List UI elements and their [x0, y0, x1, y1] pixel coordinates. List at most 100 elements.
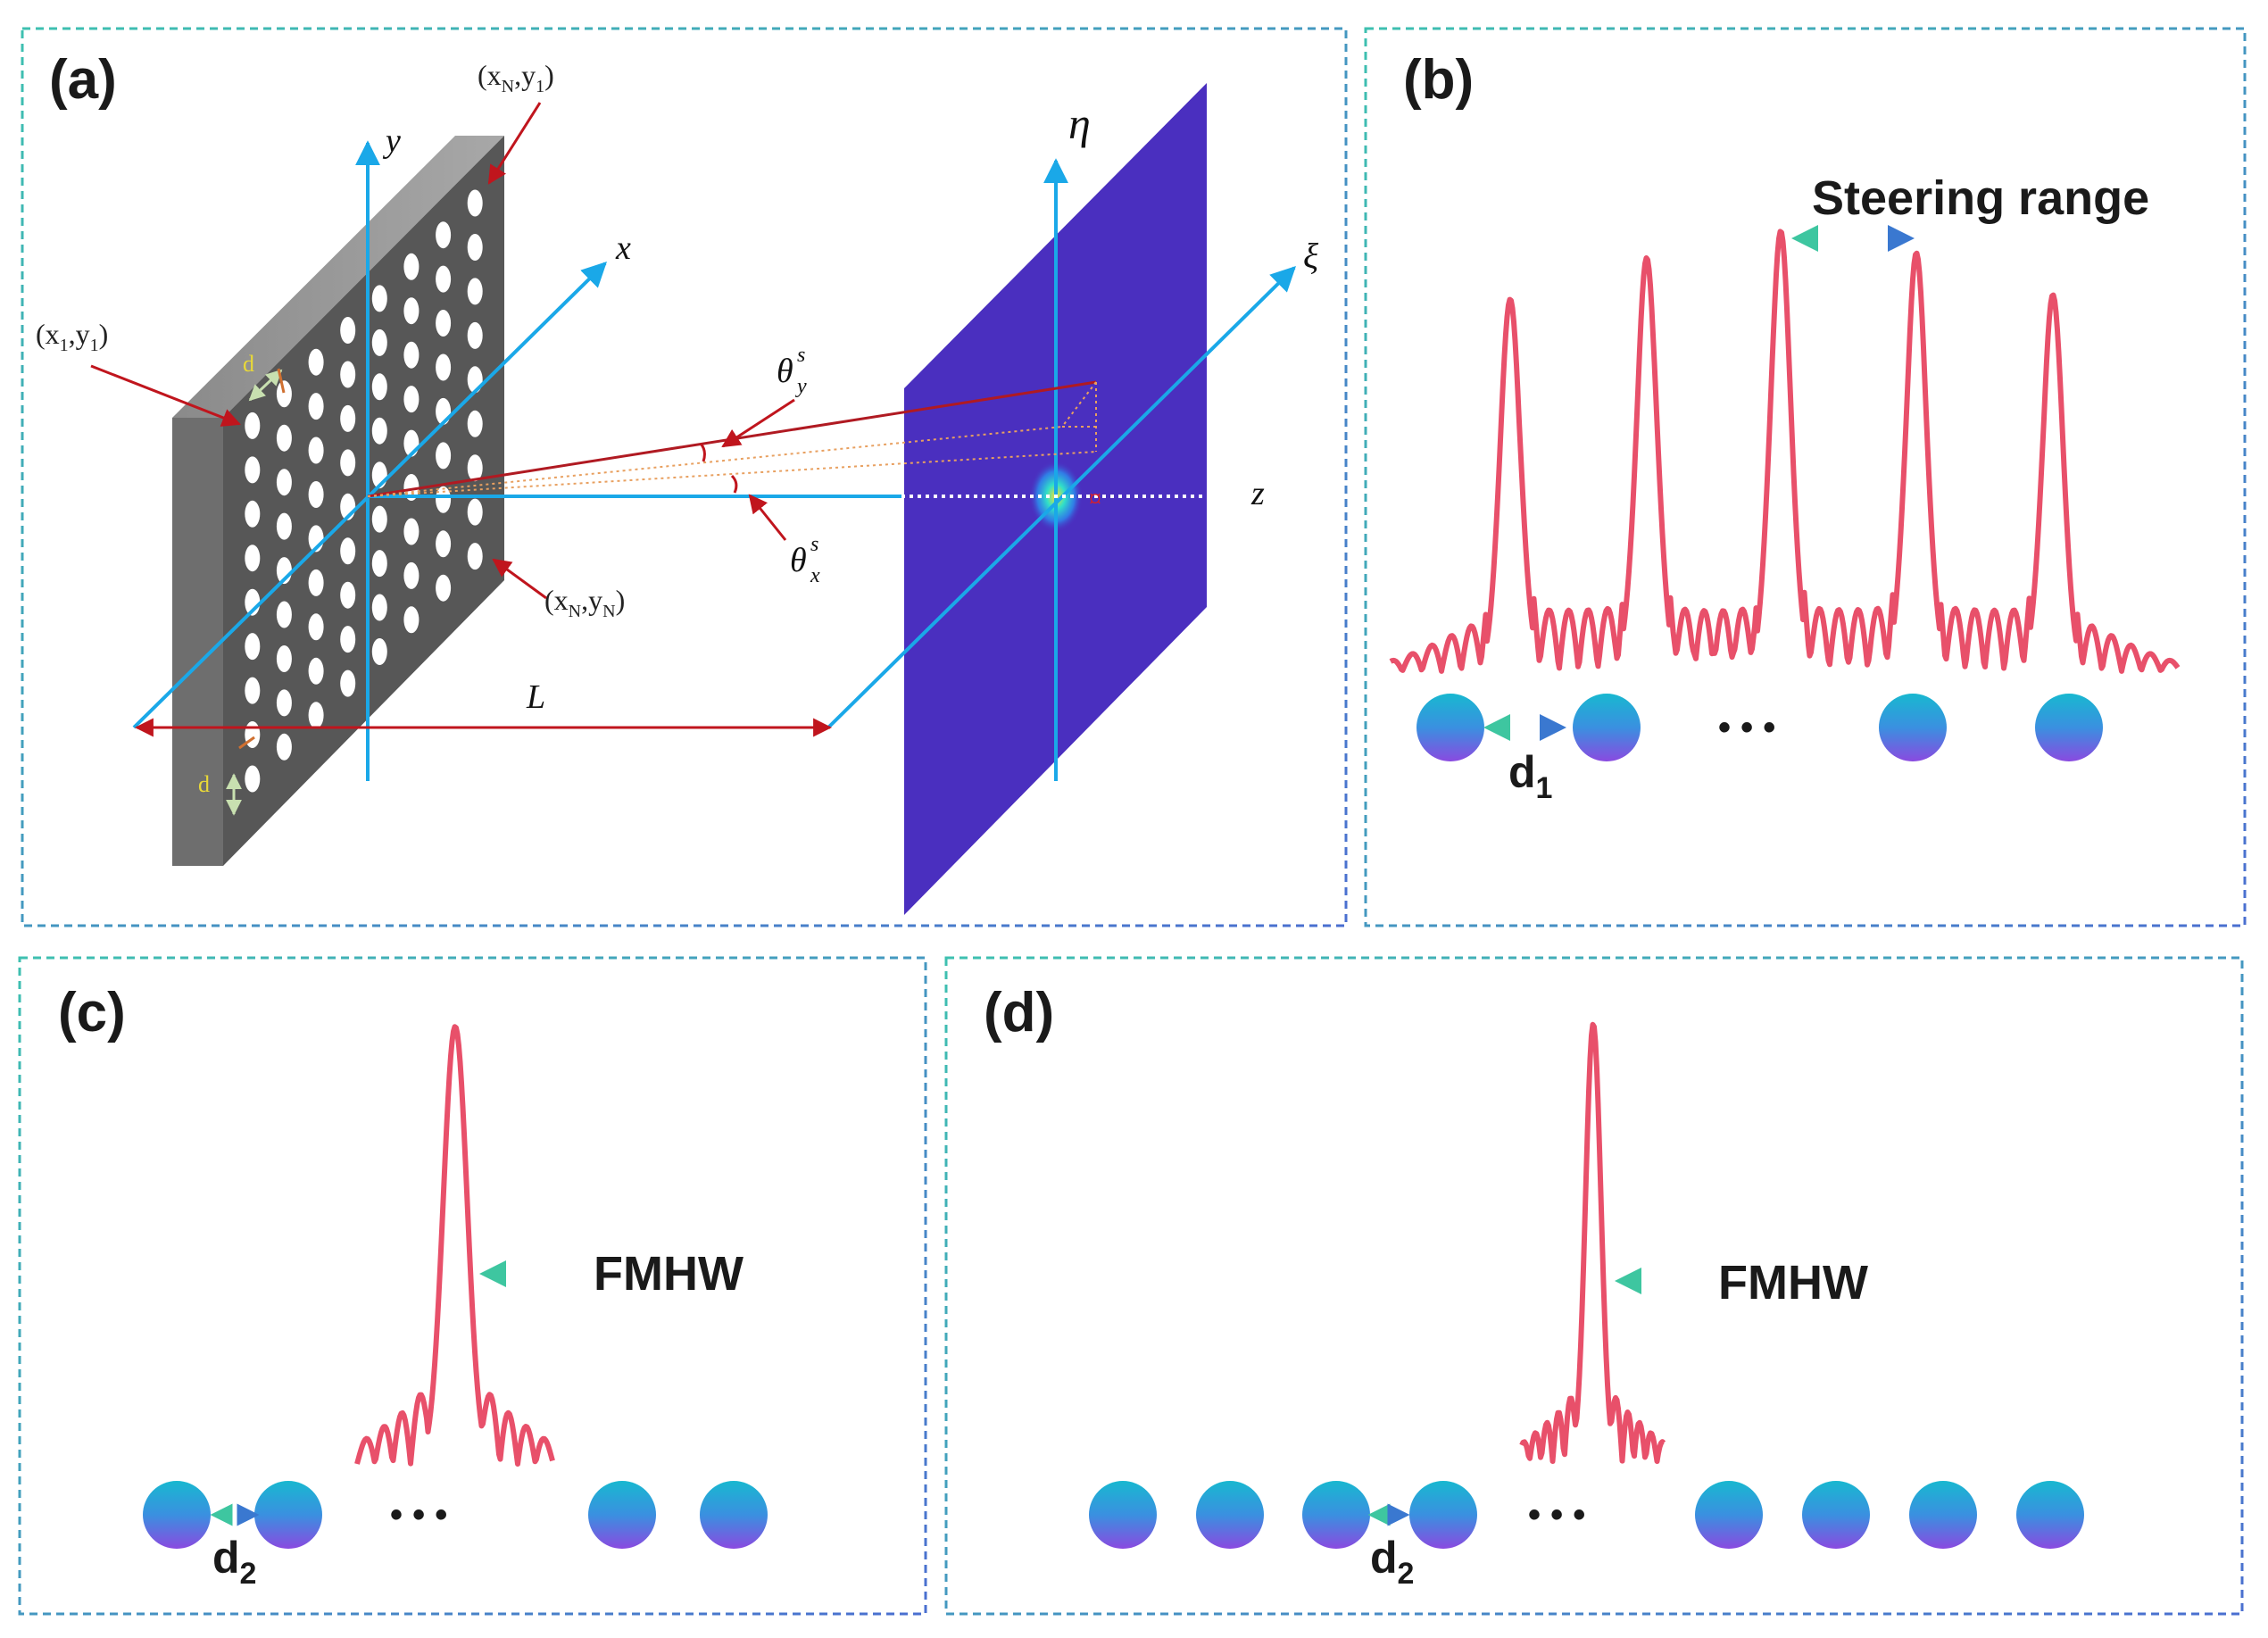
- t: ): [99, 318, 109, 350]
- aperture-hole: [308, 393, 324, 420]
- aperture-hole: [245, 633, 261, 661]
- aperture-hole: [340, 581, 356, 609]
- panel-c-frame: [18, 956, 927, 1616]
- pitch-top-tick: [277, 368, 286, 394]
- aperture-hole: [340, 361, 356, 388]
- array-element: [2016, 1481, 2084, 1549]
- aperture-hole: [371, 328, 387, 356]
- aperture-hole: [436, 221, 452, 249]
- theta-y-label: θ s y: [777, 344, 807, 398]
- aperture-hole: [308, 613, 324, 641]
- distance-label: L: [526, 678, 545, 716]
- aperture-hole: [467, 454, 483, 482]
- array-element: [1196, 1481, 1264, 1549]
- aperture-hole: [276, 424, 292, 452]
- aperture-hole: [276, 380, 292, 408]
- array-element: [1302, 1481, 1370, 1549]
- xi-axis-label: ξ: [1303, 236, 1319, 276]
- panel-d-frame: [944, 956, 2244, 1616]
- corner-x1-y1-label: (x1,y1): [36, 318, 108, 355]
- array-element: [143, 1481, 211, 1549]
- array-element: [1909, 1481, 1977, 1549]
- aperture-hole: [403, 253, 420, 280]
- panel-b-frame: [1364, 27, 2247, 927]
- spacing-d2-c-label: d2: [212, 1533, 256, 1591]
- aperture-hole: [245, 677, 261, 704]
- t: 1: [1536, 771, 1553, 805]
- array-element: [1416, 694, 1484, 761]
- element-row-b: [1416, 694, 2103, 761]
- pitch-top-label: d: [243, 351, 254, 377]
- ellipsis-b: • • •: [1718, 708, 1775, 747]
- aperture-hole: [436, 442, 452, 470]
- aperture-hole: [467, 321, 483, 349]
- element-row-c: [143, 1481, 768, 1549]
- panel-a-label: (a): [49, 49, 117, 111]
- aperture-hole: [436, 530, 452, 558]
- corner-xN-y1-label: (xN,y1): [478, 59, 554, 96]
- aperture-hole: [403, 606, 420, 634]
- panel-d-label: (d): [984, 982, 1054, 1043]
- aperture-hole: [467, 543, 483, 570]
- aperture-hole: [371, 638, 387, 665]
- aperture-hole: [436, 574, 452, 602]
- aperture-hole: [371, 594, 387, 621]
- aperture-hole: [308, 348, 324, 376]
- aperture-hole: [467, 498, 483, 526]
- z-axis-label: z: [1250, 475, 1265, 512]
- aperture-hole: [308, 481, 324, 508]
- aperture-hole: [276, 601, 292, 628]
- aperture-hole: [245, 456, 261, 484]
- pitch-bottom-label: d: [198, 771, 210, 797]
- plate-side-face: [172, 418, 223, 866]
- spacing-d2-d-label: d2: [1370, 1533, 1414, 1591]
- t: 1: [60, 336, 69, 355]
- proj-ray-1: [367, 426, 1063, 497]
- y-axis-label: y: [382, 122, 401, 160]
- theta-y-sup: s: [797, 344, 805, 367]
- array-element: [588, 1481, 656, 1549]
- t: (x: [36, 318, 60, 350]
- array-element: [1573, 694, 1641, 761]
- spacing-d1-label: d1: [1508, 747, 1552, 805]
- aperture-hole: [276, 689, 292, 717]
- t: ,y: [69, 318, 90, 350]
- aperture-hole: [245, 500, 261, 528]
- aperture-hole: [371, 505, 387, 533]
- t: 2: [1398, 1557, 1415, 1591]
- aperture-hole: [308, 569, 324, 596]
- aperture-hole: [403, 386, 420, 413]
- aperture-plate: [172, 136, 504, 866]
- t: 1: [536, 77, 544, 96]
- theta-y-arc: [699, 443, 706, 462]
- aperture-hole: [308, 702, 324, 729]
- narrow-beam-curve: [1519, 1021, 1666, 1464]
- array-element: [254, 1481, 322, 1549]
- aperture-hole: [276, 512, 292, 540]
- aperture-hole: [403, 561, 420, 589]
- theta-x-sub: x: [810, 564, 820, 587]
- steering-range-label: Steering range: [1812, 171, 2149, 225]
- x-axis-label: x: [615, 229, 631, 267]
- t: (x: [478, 59, 502, 91]
- t: d: [1508, 747, 1536, 797]
- theta-x-sup: s: [810, 533, 818, 556]
- aperture-hole: [403, 297, 420, 325]
- corner-xN-yN-pointer: [492, 558, 547, 600]
- aperture-hole: [245, 545, 261, 572]
- proj-ray-2: [367, 451, 1097, 497]
- fmhw-c-label: FMHW: [594, 1247, 744, 1301]
- aperture-hole: [340, 449, 356, 477]
- aperture-hole: [340, 537, 356, 565]
- aperture-hole: [436, 353, 452, 381]
- corner-xN-yN-label: (xN,yN): [544, 584, 625, 621]
- pitch-bottom-tick: [238, 736, 255, 750]
- aperture-hole: [276, 645, 292, 672]
- t: N: [502, 77, 514, 96]
- t: 1: [90, 336, 99, 355]
- t: d: [212, 1533, 240, 1583]
- t: N: [569, 602, 581, 621]
- xi-axis: [827, 266, 1296, 729]
- aperture-hole: [308, 437, 324, 464]
- theta-y-pointer: [721, 398, 795, 448]
